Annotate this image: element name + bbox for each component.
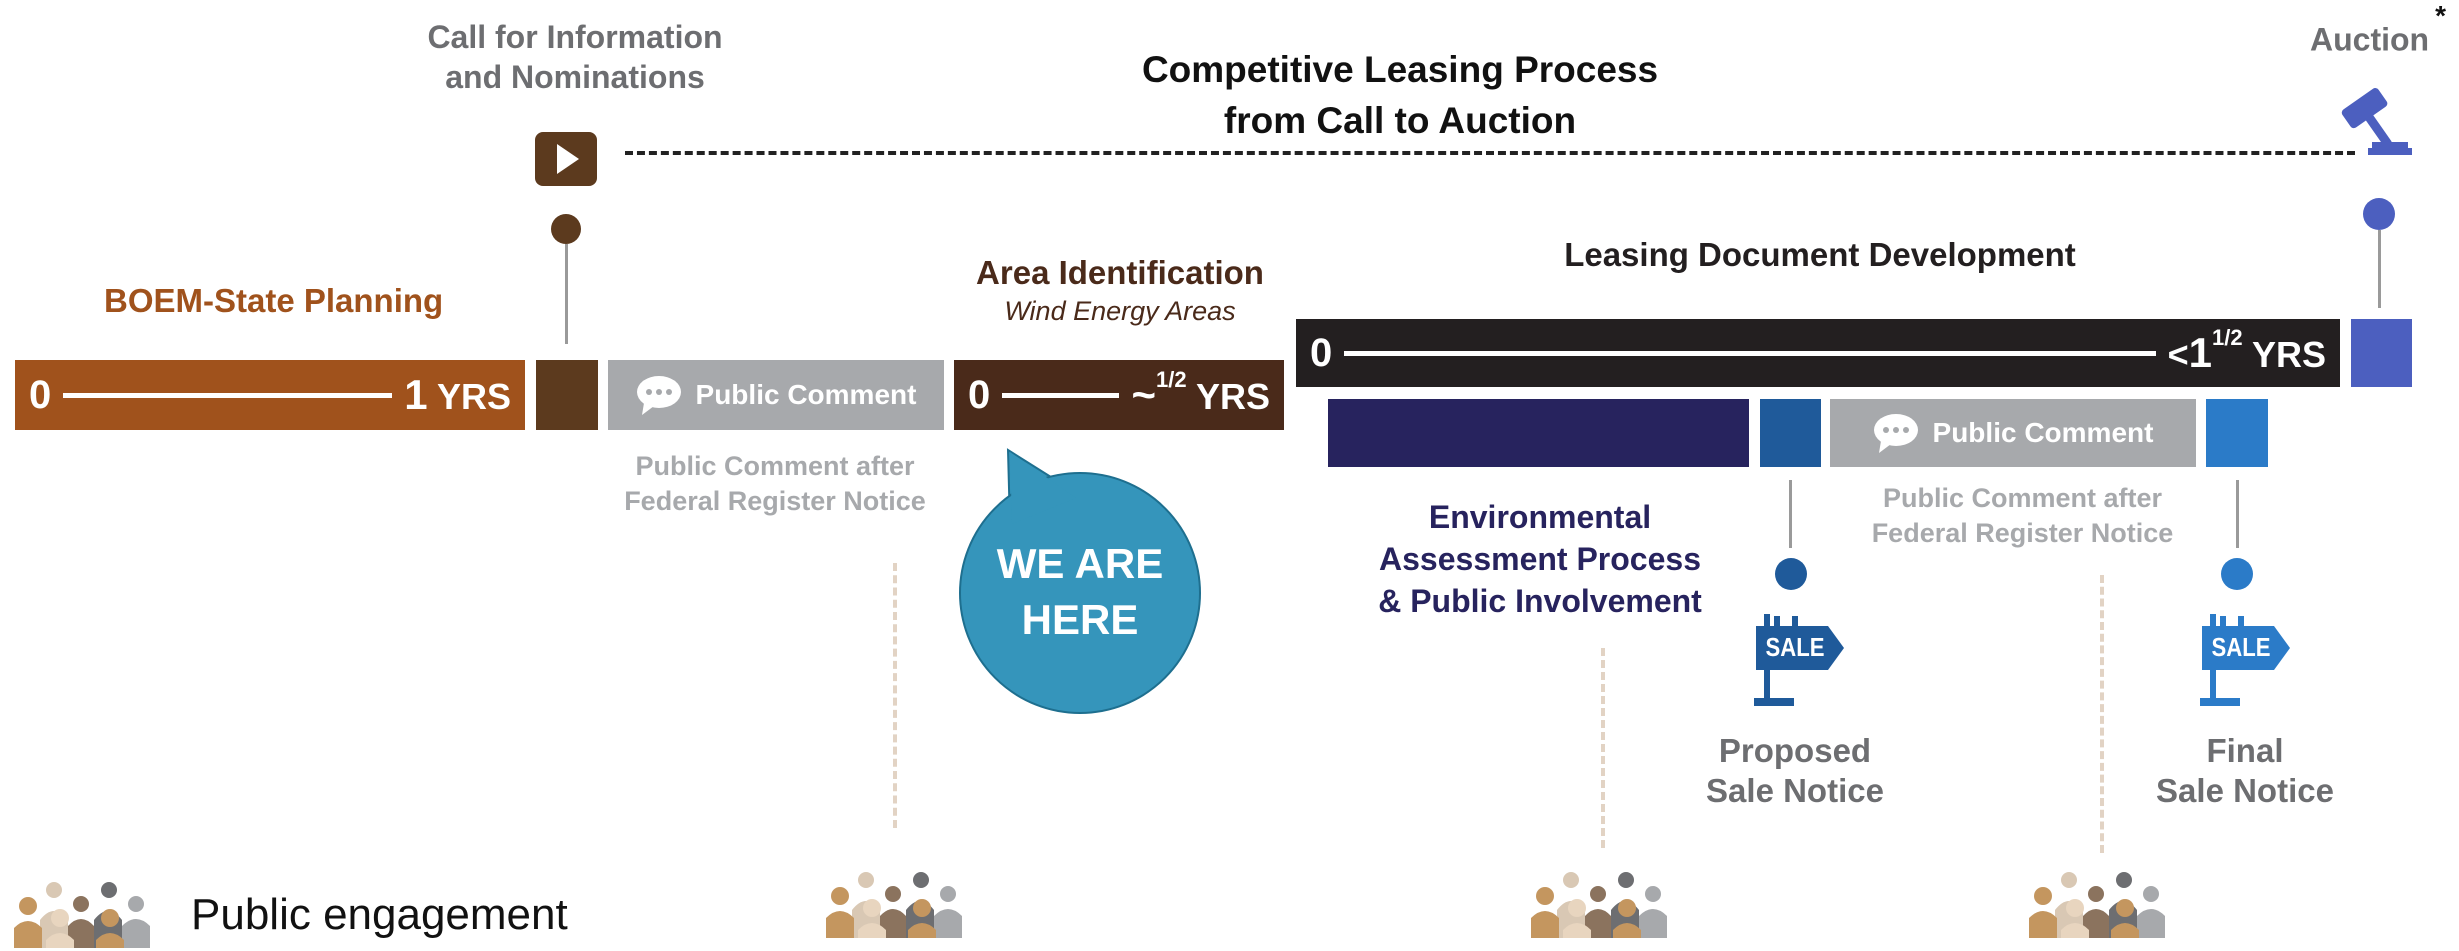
- final-sale-line-2: Sale Notice: [2156, 772, 2334, 809]
- people-group-icon: [1531, 872, 1667, 938]
- proposed-sale-connector-line: [1789, 480, 1792, 548]
- area-id-fraction: 1/2: [1156, 367, 1187, 392]
- area-id-approx: ~: [1131, 371, 1157, 418]
- final-sale-sign-text: SALE: [2211, 632, 2271, 662]
- title-line-1: Competitive Leasing Process: [1141, 49, 1659, 90]
- auction-asterisk: *: [2435, 0, 2446, 31]
- proposed-sale-line-2: Sale Notice: [1706, 772, 1884, 809]
- call-marker-dot: [551, 214, 581, 244]
- area-id-title: Area Identification: [976, 254, 1264, 291]
- sale-sign-icon: SALE: [2198, 612, 2294, 708]
- area-id-bar: 0 ~1/2 YRS: [954, 360, 1284, 430]
- people-group-icon: [2029, 872, 2165, 938]
- planning-start: 0: [29, 372, 52, 417]
- pc1-note-line-1: Public Comment after: [635, 451, 915, 481]
- area-id-label: Area Identification Wind Energy Areas: [920, 251, 1320, 327]
- final-sale-block: [2206, 399, 2268, 467]
- people-group-icon: [826, 872, 962, 938]
- planning-unit: YRS: [436, 376, 511, 417]
- area-id-subtitle: Wind Energy Areas: [1004, 296, 1236, 326]
- final-sale-label: Final Sale Notice: [2115, 731, 2375, 811]
- final-sale-line-1: Final: [2206, 732, 2284, 769]
- environmental-line-3: & Public Involvement: [1378, 583, 1702, 619]
- auction-text: Auction: [2310, 21, 2430, 58]
- public-comment-1-note: Public Comment after Federal Register No…: [590, 449, 960, 519]
- proposed-sale-sign-text: SALE: [1765, 632, 1825, 662]
- final-sale-dot: [2221, 558, 2253, 590]
- comment-bubble-icon: [1873, 414, 1918, 453]
- pc1-note-line-2: Federal Register Notice: [624, 486, 926, 516]
- area-id-bar-line: [1002, 392, 1120, 398]
- we-are-here-bubble: WE ARE HERE: [958, 446, 1208, 716]
- call-to-auction-dashed-line: [625, 151, 2355, 155]
- planning-duration: 1 YRS: [404, 371, 511, 419]
- we-are-here-text: WE ARE HERE: [960, 536, 1200, 648]
- we-are-here-line-1: WE ARE: [996, 540, 1164, 587]
- area-id-start: 0: [968, 372, 991, 417]
- public-comment-2-note: Public Comment after Federal Register No…: [1830, 481, 2215, 551]
- auction-marker-dot: [2363, 198, 2395, 230]
- auction-connector-line: [2378, 230, 2381, 308]
- leasing-doc-lt: <: [2167, 334, 2189, 375]
- area-id-unit: YRS: [1195, 376, 1270, 417]
- proposed-sale-dot: [1775, 558, 1807, 590]
- leasing-doc-bar: 0 <11/2 YRS: [1296, 319, 2340, 387]
- people-group-icon: [14, 882, 150, 948]
- final-sale-connector-line: [2236, 480, 2239, 548]
- area-id-duration: ~1/2 YRS: [1131, 367, 1270, 419]
- leasing-doc-whole: 1: [2188, 329, 2213, 376]
- page-title: Competitive Leasing Process from Call to…: [1090, 44, 1710, 146]
- leasing-doc-duration: <11/2 YRS: [2167, 325, 2326, 377]
- environmental-line-2: Assessment Process: [1379, 541, 1701, 577]
- call-block: [536, 360, 598, 430]
- auction-block: [2351, 319, 2412, 387]
- sale-sign-icon: SALE: [1752, 612, 1848, 708]
- planning-end: 1: [404, 371, 428, 418]
- leasing-doc-unit: YRS: [2251, 334, 2326, 375]
- legend-label: Public engagement: [191, 890, 568, 939]
- leasing-doc-title: Leasing Document Development: [1564, 236, 2076, 273]
- pc2-note-line-2: Federal Register Notice: [1871, 518, 2174, 548]
- proposed-sale-line-1: Proposed: [1718, 732, 1872, 769]
- gavel-icon: [2328, 78, 2412, 156]
- environmental-label: Environmental Assessment Process & Publi…: [1340, 496, 1740, 622]
- call-label: Call for Information and Nominations: [395, 17, 755, 97]
- auction-label: Auction*: [2310, 0, 2446, 59]
- engagement-dotted-line-1: [893, 563, 897, 828]
- planning-bar-line: [63, 392, 393, 398]
- pc2-note-line-1: Public Comment after: [1882, 483, 2163, 513]
- proposed-sale-label: Proposed Sale Notice: [1665, 731, 1925, 811]
- planning-bar: 0 1 YRS: [15, 360, 525, 430]
- call-label-line-2: and Nominations: [445, 59, 705, 95]
- call-connector-line: [565, 244, 568, 344]
- engagement-dotted-line-2: [1601, 648, 1605, 848]
- leasing-doc-start: 0: [1310, 330, 1333, 375]
- leasing-doc-bar-line: [1344, 350, 2156, 356]
- engagement-dotted-line-3: [2100, 575, 2104, 853]
- planning-label: BOEM-State Planning: [104, 282, 444, 319]
- environmental-bar: [1328, 399, 1749, 467]
- public-comment-2-label: Public Comment: [1932, 417, 2154, 448]
- environmental-line-1: Environmental: [1428, 499, 1652, 535]
- call-label-line-1: Call for Information: [427, 19, 723, 55]
- public-comment-box-1: Public Comment: [608, 360, 944, 430]
- public-comment-box-2: Public Comment: [1830, 399, 2196, 467]
- play-icon: [535, 132, 597, 186]
- we-are-here-line-2: HERE: [1021, 596, 1139, 643]
- leasing-doc-frac: 1/2: [2212, 325, 2243, 350]
- comment-bubble-icon: [636, 376, 681, 415]
- title-line-2: from Call to Auction: [1223, 100, 1577, 141]
- proposed-sale-block: [1760, 399, 1821, 467]
- public-comment-1-label: Public Comment: [695, 379, 917, 410]
